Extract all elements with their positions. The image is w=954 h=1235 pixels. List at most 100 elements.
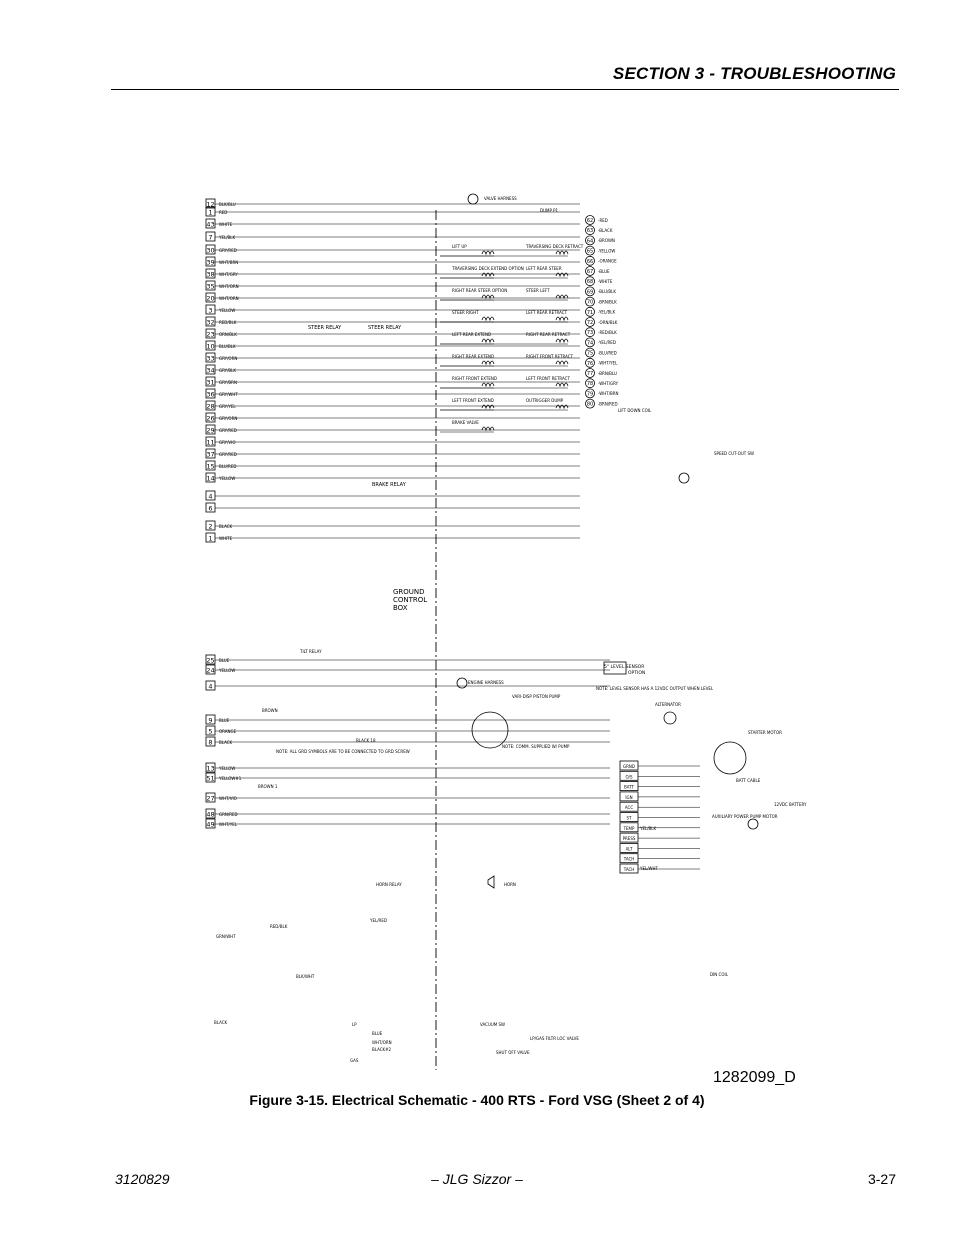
ecm-pin-label: ACC bbox=[625, 805, 633, 810]
aux-pump-label: AUXILIARY POWER PUMP MOTOR bbox=[712, 814, 778, 819]
terminal-number: 39 bbox=[206, 259, 214, 267]
section-title: SECTION 3 - TROUBLESHOOTING bbox=[612, 64, 896, 83]
valve-label: TRAVERSING DECK RETRACT bbox=[525, 244, 584, 249]
valve-coil bbox=[481, 294, 495, 300]
terminal-number: 66 bbox=[587, 259, 593, 265]
ecm-pin-label: GRND bbox=[623, 764, 635, 769]
terminal-box bbox=[205, 292, 216, 303]
ecm-pin-label: BATT bbox=[624, 785, 635, 790]
wire-label: GRY/VIO bbox=[219, 440, 235, 445]
dump-p1-label: DUMP P1 bbox=[540, 208, 559, 213]
terminal-circle bbox=[585, 337, 595, 348]
wire-label: YELLOW bbox=[218, 668, 235, 673]
steer-relay-label: STEER RELAY bbox=[308, 325, 342, 331]
terminal-box bbox=[205, 736, 216, 747]
level-sensor-label: 5° LEVEL SENSOR bbox=[604, 664, 644, 670]
wire-label: -BRN/RED bbox=[598, 401, 618, 406]
terminal-circle bbox=[585, 357, 595, 368]
valve-coil bbox=[481, 382, 495, 388]
gnd-note: NOTE: ALL GRD SYMBOLS ARE TO BE CONNECTE… bbox=[276, 749, 410, 754]
ecm-pin-box bbox=[619, 812, 639, 822]
wire-label: -RED/BLK bbox=[598, 330, 617, 335]
terminal-box bbox=[205, 244, 216, 255]
terminal-circle bbox=[585, 317, 595, 327]
wire-label: -YELLOW bbox=[598, 248, 615, 253]
terminal-box bbox=[205, 502, 216, 513]
wire-label: -BLU/RED bbox=[598, 350, 617, 355]
terminal-box bbox=[205, 218, 216, 229]
ecm-pin-label: TACH bbox=[623, 867, 635, 872]
terminal-number: 63 bbox=[587, 228, 593, 234]
valve-label: OUTRIGGER DUMP bbox=[526, 398, 564, 403]
terminal-box bbox=[205, 472, 216, 483]
wire-label: WHITE bbox=[219, 536, 233, 541]
terminal-box bbox=[205, 256, 216, 267]
alternator-symbol bbox=[663, 711, 677, 725]
terminal-box bbox=[205, 532, 216, 543]
ecm-pin-label: ALT bbox=[626, 846, 633, 851]
terminal-number: 28 bbox=[206, 403, 214, 411]
engine-wire-label: WHT/ORN bbox=[372, 1040, 392, 1045]
valve-label: RIGHT REAR EXTEND bbox=[452, 354, 494, 359]
wire-label: WHT/YEL bbox=[219, 822, 238, 827]
wire-label: WHT/VIO bbox=[219, 796, 237, 801]
wire-label: -ORANGE bbox=[598, 259, 617, 264]
wire-label: GRY/BLK bbox=[219, 368, 236, 373]
terminal-number: 23 bbox=[206, 331, 214, 339]
terminal-number: 69 bbox=[587, 289, 593, 295]
terminal-circle bbox=[585, 255, 595, 266]
terminal-box bbox=[205, 680, 216, 691]
terminal-number: 2 bbox=[208, 523, 212, 531]
figure-caption: Figure 3-15. Electrical Schematic - 400 … bbox=[249, 1092, 705, 1108]
valve-label: RIGHT FRONT RETRACT bbox=[526, 354, 574, 359]
terminal-box bbox=[205, 206, 216, 217]
wire-label: WHT/GRY bbox=[219, 272, 238, 277]
terminal-number: 49 bbox=[206, 821, 214, 829]
terminal-circle bbox=[585, 235, 595, 246]
ecm-pin-label: IGN bbox=[625, 795, 632, 800]
terminal-circle bbox=[585, 368, 595, 378]
engine-wire-label: BLACK bbox=[214, 1020, 228, 1025]
ground-control-box-label: GROUND bbox=[393, 588, 425, 596]
terminal-number: 1 bbox=[208, 209, 212, 217]
engine-wire-label: BLACK#2 bbox=[372, 1047, 391, 1052]
wire-label: RED/BLK bbox=[219, 320, 237, 325]
shut-off-label: SHUT OFF VALVE bbox=[496, 1050, 530, 1055]
ecm-pin-box bbox=[619, 760, 639, 771]
ecm-pin-box bbox=[619, 853, 639, 864]
wire-label: -BLUE bbox=[598, 269, 610, 274]
ecm-pin-label: PRESS bbox=[623, 836, 636, 841]
aux-pump-motor bbox=[747, 818, 759, 830]
pump-note: NOTE: COMM. SUPPLIED W/ PUMP bbox=[502, 744, 570, 749]
terminal-circle bbox=[585, 347, 595, 358]
ecm-pin-label: O/S bbox=[625, 774, 632, 779]
valve-coil bbox=[481, 360, 495, 366]
terminal-box bbox=[205, 448, 216, 459]
terminal-number: 48 bbox=[206, 811, 214, 819]
terminal-circle bbox=[585, 245, 595, 256]
terminal-number: 9 bbox=[208, 717, 212, 725]
terminal-number: 8 bbox=[208, 739, 212, 747]
terminal-number: 6 bbox=[208, 505, 212, 513]
terminal-number: 33 bbox=[206, 355, 214, 363]
terminal-number: 29 bbox=[206, 427, 214, 435]
ecm-pin-box bbox=[619, 801, 639, 812]
wire-label: BLACK bbox=[219, 740, 233, 745]
terminal-number: 68 bbox=[587, 279, 593, 285]
valve-coil bbox=[481, 338, 495, 344]
wire-label: ORANGE bbox=[219, 729, 237, 734]
engine-harness-label: ENGINE HARNESS bbox=[468, 680, 504, 685]
wire-label: -WHT/GRY bbox=[598, 381, 619, 386]
terminal-number: 64 bbox=[587, 238, 593, 244]
terminal-box bbox=[205, 316, 216, 327]
terminal-box bbox=[205, 725, 216, 736]
valve-coil bbox=[555, 316, 569, 322]
wire-label: RED bbox=[219, 210, 227, 215]
din-coil-label: DIN COIL bbox=[710, 972, 729, 977]
option-label: OPTION bbox=[628, 670, 645, 676]
valve-coil bbox=[555, 360, 569, 366]
valve-label: BRAKE VALVE bbox=[452, 420, 479, 425]
valve-label: LEFT REAR RETRACT bbox=[526, 310, 568, 315]
